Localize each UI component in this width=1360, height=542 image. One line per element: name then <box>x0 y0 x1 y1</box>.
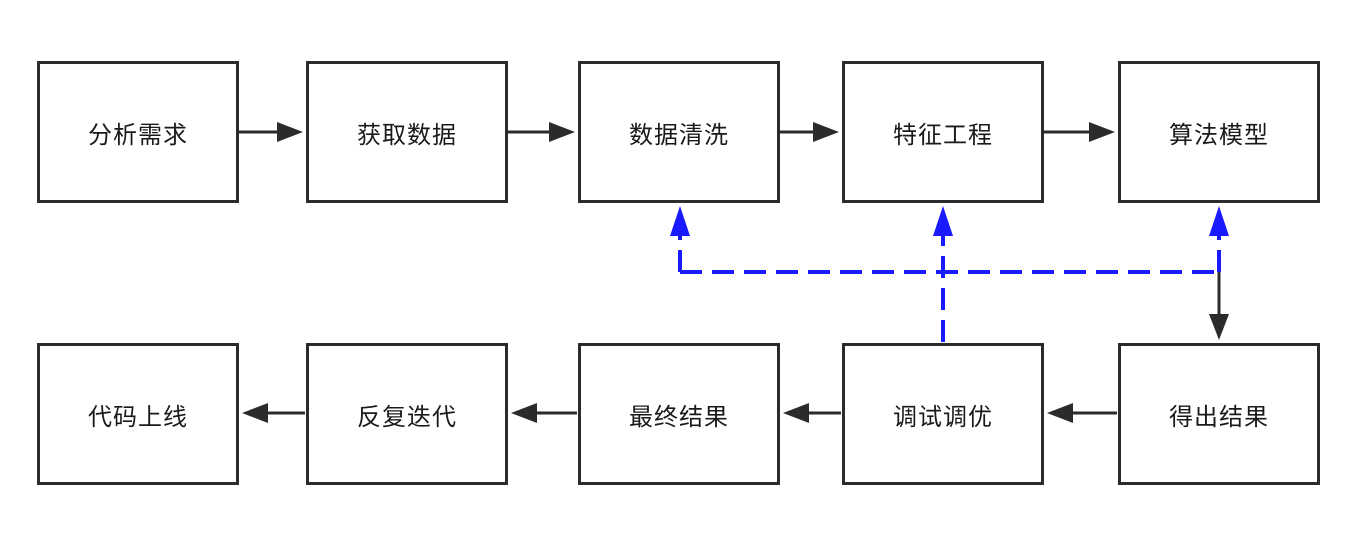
step-label: 分析需求 <box>88 120 188 149</box>
step-debug-tune: 调试调优 <box>842 343 1044 485</box>
arrow-feature-to-model <box>1044 122 1115 142</box>
arrow-acquire-to-clean <box>508 122 575 142</box>
arrow-tune-to-final <box>783 403 841 423</box>
step-get-result: 得出结果 <box>1118 343 1320 485</box>
arrow-iterate-to-deploy <box>242 403 305 423</box>
step-label: 算法模型 <box>1169 120 1269 149</box>
step-acquire-data: 获取数据 <box>306 61 508 203</box>
step-deploy-code: 代码上线 <box>37 343 239 485</box>
step-label: 反复迭代 <box>357 402 457 431</box>
step-data-cleaning: 数据清洗 <box>578 61 780 203</box>
arrow-clean-to-feature <box>780 122 839 142</box>
arrow-analyze-to-acquire <box>239 122 303 142</box>
step-label: 特征工程 <box>893 120 993 149</box>
step-label: 最终结果 <box>629 402 729 431</box>
arrow-result-to-tune <box>1047 403 1117 423</box>
step-final-result: 最终结果 <box>578 343 780 485</box>
feedback-arrowhead-feature <box>933 206 953 236</box>
feedback-arrowhead-model <box>1209 206 1229 236</box>
step-label: 获取数据 <box>357 120 457 149</box>
step-label: 数据清洗 <box>629 120 729 149</box>
feedback-loop <box>670 206 1229 342</box>
step-label: 调试调优 <box>893 402 993 431</box>
step-analyze-requirements: 分析需求 <box>37 61 239 203</box>
step-feature-engineering: 特征工程 <box>842 61 1044 203</box>
step-algorithm-model: 算法模型 <box>1118 61 1320 203</box>
step-iterate: 反复迭代 <box>306 343 508 485</box>
feedback-arrowhead-clean <box>670 206 690 236</box>
step-label: 得出结果 <box>1169 402 1269 431</box>
step-label: 代码上线 <box>88 402 188 431</box>
arrow-model-to-result <box>1209 272 1229 340</box>
arrow-final-to-iterate <box>511 403 577 423</box>
